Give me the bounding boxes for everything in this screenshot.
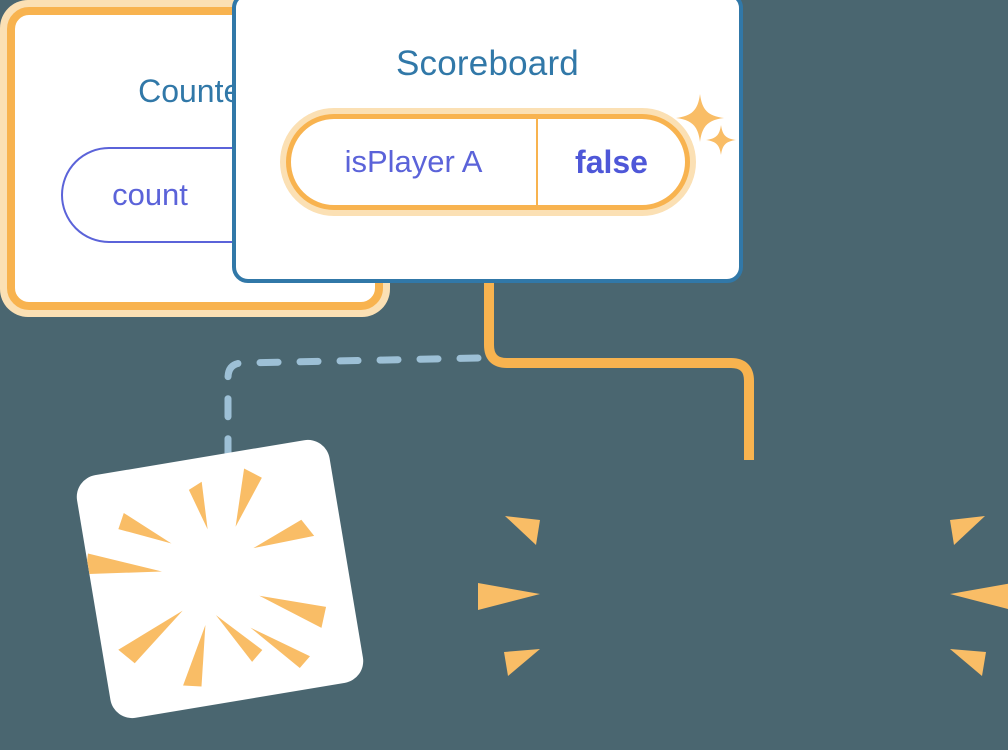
burst-rays-icon [85, 468, 327, 687]
scoreboard-state-pill[interactable]: isPlayer A false [280, 108, 696, 216]
dashed-connector-path [224, 354, 482, 476]
scoreboard-state-value: false [575, 143, 648, 180]
scoreboard-card[interactable]: Scoreboard isPlayer A false [232, 0, 743, 283]
orange-connector-path [484, 280, 754, 460]
sparkle-small-icon [706, 125, 736, 155]
sparkle-large-icon [676, 94, 724, 142]
scoreboard-title: Scoreboard [396, 44, 579, 83]
burst-card[interactable] [73, 436, 367, 722]
scoreboard-state-pill-body: isPlayer A false [286, 114, 690, 210]
scoreboard-state-key: isPlayer A [291, 119, 538, 205]
